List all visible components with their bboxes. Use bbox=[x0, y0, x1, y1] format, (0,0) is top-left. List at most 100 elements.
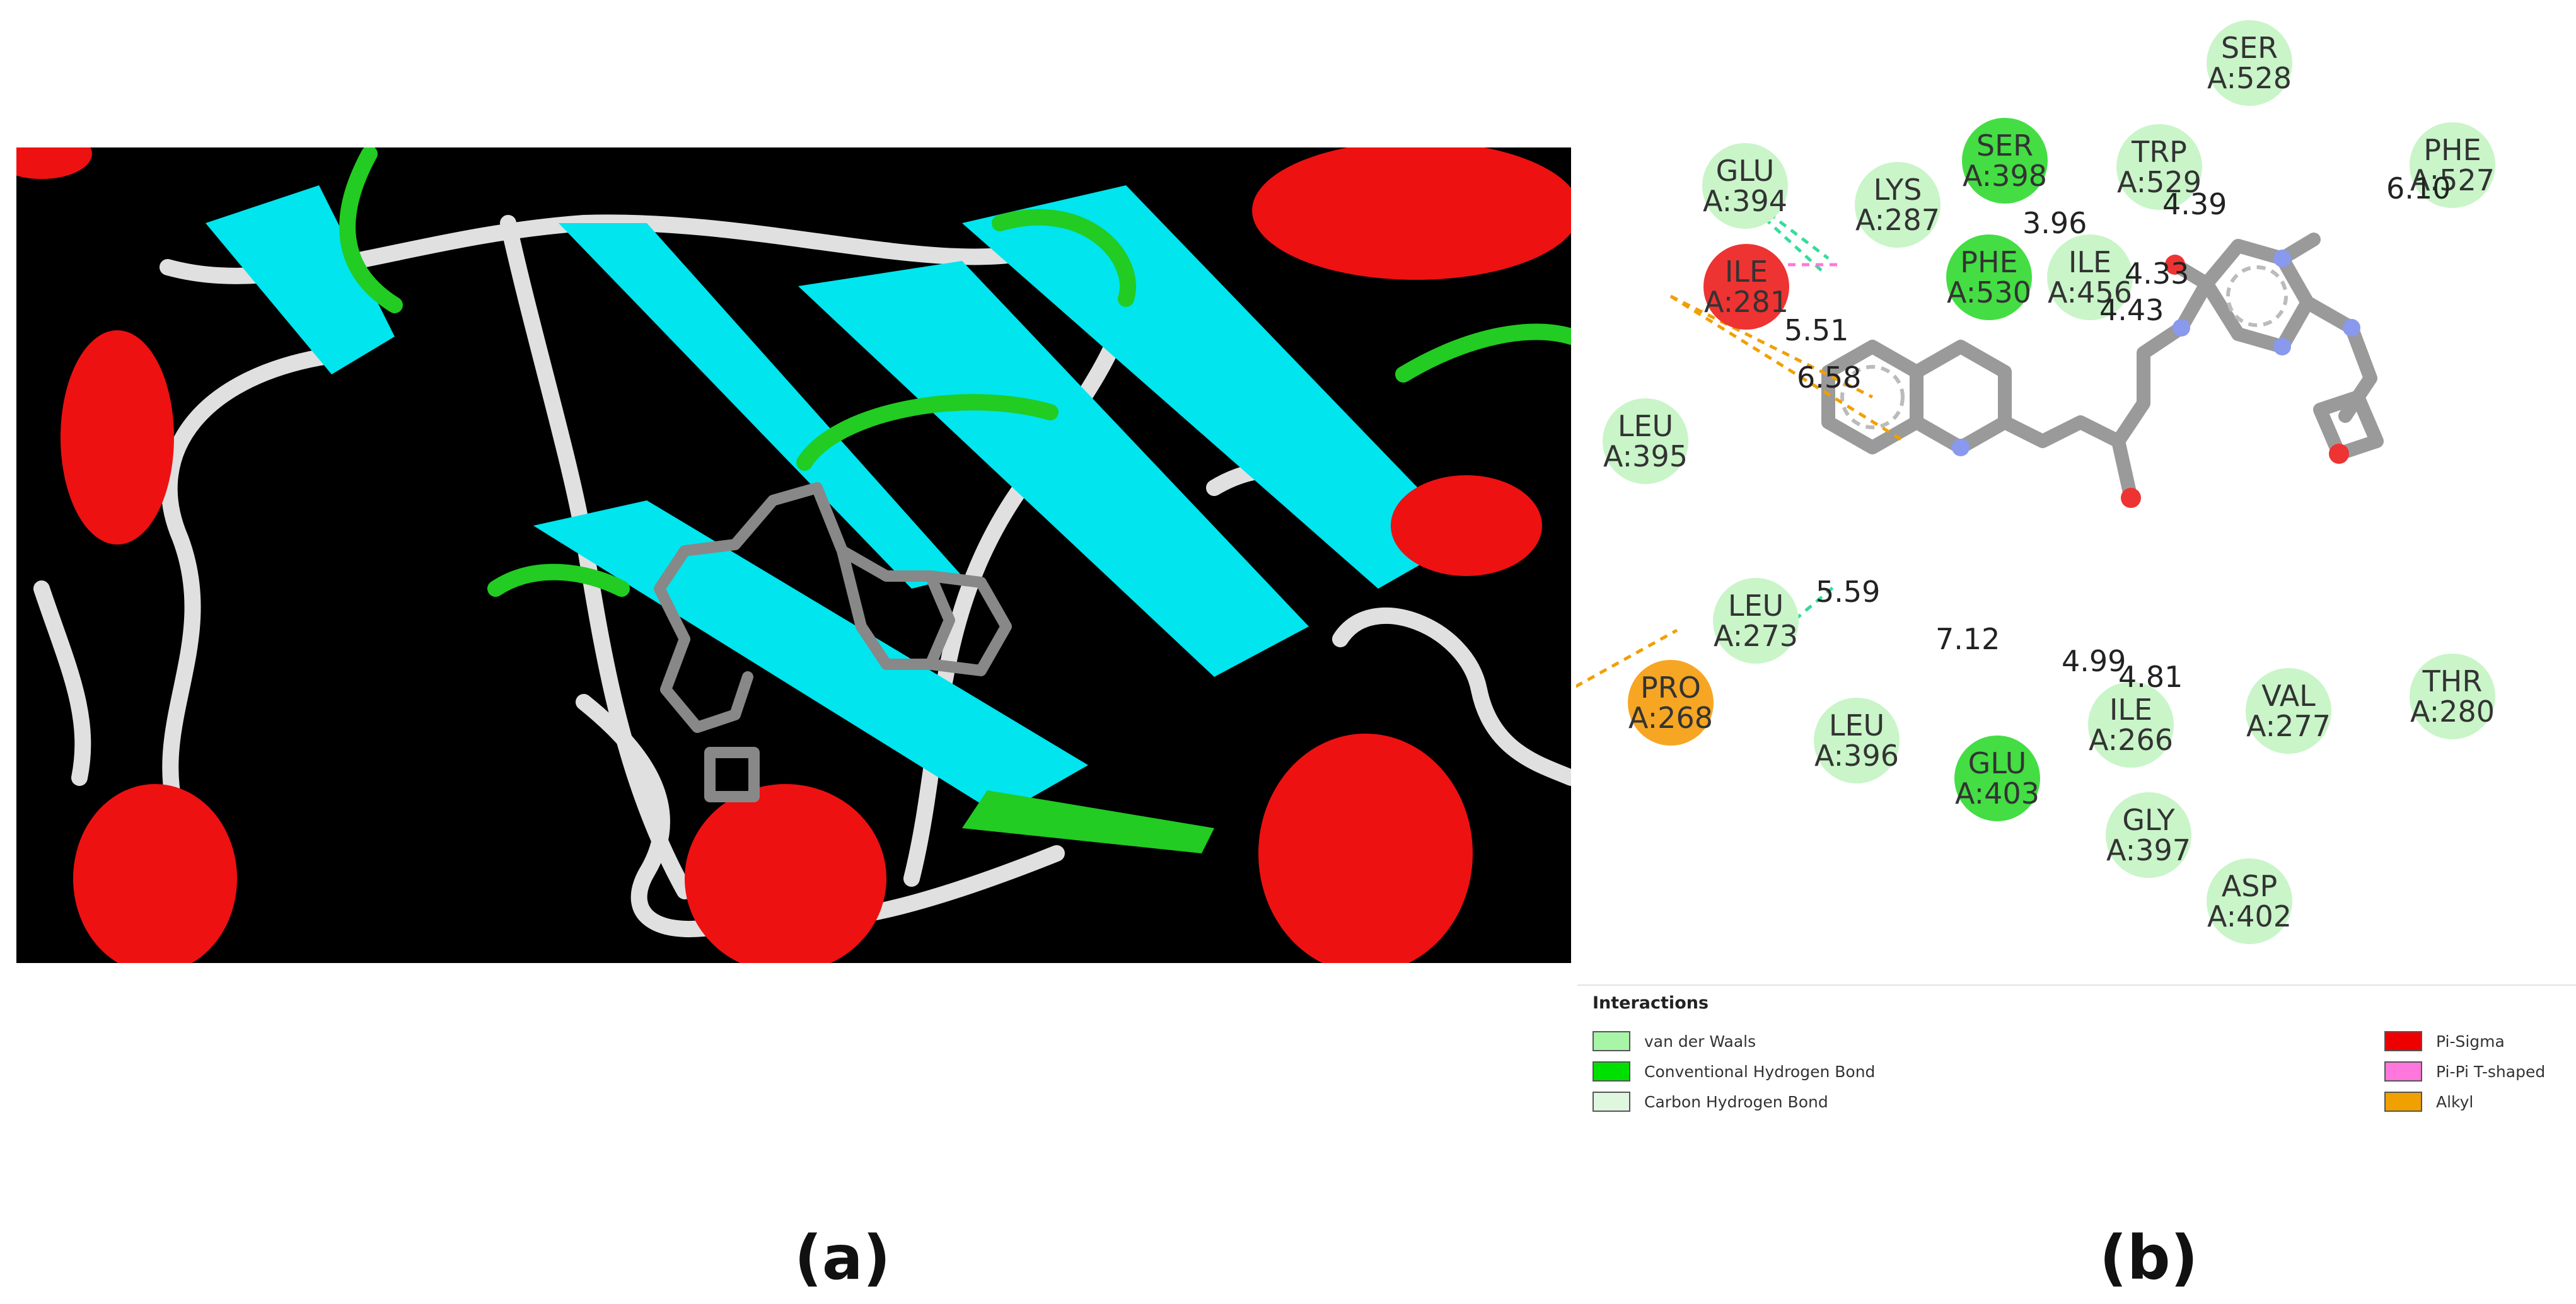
residue-name: ILE bbox=[1725, 255, 1768, 289]
residue-disc bbox=[2410, 654, 2495, 739]
residue-id: A:398 bbox=[1963, 159, 2047, 193]
beta-sheets bbox=[206, 185, 1466, 853]
legend-title: Interactions bbox=[1593, 993, 1709, 1013]
residue-disc bbox=[1946, 234, 2032, 320]
legend-swatch bbox=[1593, 1092, 1630, 1112]
legend-item-pi-sigma: Pi-Sigma bbox=[2384, 1030, 2505, 1053]
residue-disc bbox=[2088, 682, 2174, 768]
residue-name: LEU bbox=[1618, 409, 1673, 443]
residue-disc bbox=[1628, 660, 1714, 746]
residue-name: ILE bbox=[2068, 245, 2111, 279]
distance-label: 4.39 bbox=[2162, 187, 2227, 221]
residue-name: LEU bbox=[1728, 589, 1784, 623]
distance-label: 6.10 bbox=[2386, 171, 2451, 205]
legend-label: Pi-Pi T-shaped bbox=[2436, 1062, 2546, 1081]
residue-name: SER bbox=[1976, 129, 2033, 163]
residue-id: A:402 bbox=[2207, 899, 2292, 933]
legend-swatch bbox=[1593, 1031, 1630, 1051]
residue-id: A:394 bbox=[1703, 184, 1787, 218]
residue-id: A:280 bbox=[2410, 695, 2495, 729]
residue-id: A:281 bbox=[1704, 285, 1789, 319]
residue-name: VAL bbox=[2261, 679, 2316, 713]
ribbon-structure bbox=[16, 147, 1571, 963]
residue-id: A:268 bbox=[1628, 701, 1713, 735]
legend-item-vdw: van der Waals bbox=[1593, 1030, 1756, 1053]
legend-item-ch-bond: Carbon Hydrogen Bond bbox=[1593, 1090, 1828, 1113]
residue-disc bbox=[2410, 122, 2495, 208]
residue-disc bbox=[1603, 398, 1688, 484]
residue-name: ILE bbox=[2109, 693, 2152, 727]
residue-id: A:395 bbox=[1603, 439, 1688, 473]
legend-label: Conventional Hydrogen Bond bbox=[1644, 1062, 1876, 1081]
residue-disc bbox=[1954, 736, 2040, 821]
legend-item-pi-pi: Pi-Pi T-shaped bbox=[2384, 1060, 2545, 1083]
residue-disc bbox=[1962, 118, 2048, 204]
residue-id: A:273 bbox=[1714, 619, 1798, 653]
residue-name: LEU bbox=[1829, 708, 1884, 742]
residue-name: PRO bbox=[1640, 671, 1701, 705]
distance-label: 6.58 bbox=[1797, 361, 1861, 395]
residue-name: GLU bbox=[1716, 154, 1775, 188]
distance-label: 4.33 bbox=[2125, 257, 2189, 291]
residue-name: ASP bbox=[2222, 869, 2277, 903]
distance-label: 3.96 bbox=[2022, 206, 2087, 240]
ligand-sticks bbox=[654, 482, 1012, 802]
legend-swatch bbox=[2384, 1061, 2422, 1082]
turns bbox=[339, 147, 1571, 597]
legend-label: Carbon Hydrogen Bond bbox=[1644, 1092, 1828, 1111]
residue-id: A:397 bbox=[2106, 833, 2191, 867]
aromatic-rings bbox=[1840, 265, 2288, 429]
residue-disc bbox=[1713, 578, 1799, 664]
residue-name: PHE bbox=[1960, 245, 2017, 279]
residue-id: A:527 bbox=[2410, 163, 2495, 197]
residue-id: A:396 bbox=[1814, 739, 1899, 773]
distance-label: 4.43 bbox=[2099, 293, 2164, 327]
residue-id: A:403 bbox=[1955, 776, 2039, 811]
alpha-helices bbox=[16, 147, 1571, 963]
residue-id: A:287 bbox=[1855, 203, 1940, 237]
legend-item-alkyl: Alkyl bbox=[2384, 1090, 2473, 1113]
residue-name: LYS bbox=[1874, 173, 1922, 207]
distance-label: 5.51 bbox=[1784, 313, 1848, 347]
interactions-legend: Interactions van der Waals Conventional … bbox=[1577, 984, 2576, 1131]
residue-disc bbox=[2047, 234, 2133, 320]
residue-disc bbox=[2246, 668, 2331, 754]
residue-id: A:528 bbox=[2207, 61, 2292, 95]
protein-3d-view bbox=[16, 147, 1571, 963]
residue-name: TRP bbox=[2131, 135, 2187, 169]
legend-item-hbond: Conventional Hydrogen Bond bbox=[1593, 1060, 1875, 1083]
residue-name: SER bbox=[2221, 31, 2278, 65]
distance-label: 4.81 bbox=[2118, 660, 2183, 694]
residue-disc bbox=[2116, 124, 2202, 210]
panel-a-label: (a) bbox=[794, 1223, 891, 1293]
distance-label: 4.99 bbox=[2062, 644, 2126, 678]
panel-b-label: (b) bbox=[2099, 1223, 2198, 1293]
residue-id: A:529 bbox=[2117, 165, 2202, 199]
legend-swatch bbox=[2384, 1031, 2422, 1051]
residue-id: A:277 bbox=[2246, 709, 2331, 743]
residue-name: GLY bbox=[2122, 803, 2175, 837]
legend-swatch bbox=[1593, 1061, 1630, 1082]
residue-id: A:456 bbox=[2048, 275, 2132, 309]
legend-label: Alkyl bbox=[2436, 1092, 2474, 1111]
distance-label: 5.59 bbox=[1816, 575, 1880, 609]
residue-id: A:530 bbox=[1947, 275, 2031, 309]
